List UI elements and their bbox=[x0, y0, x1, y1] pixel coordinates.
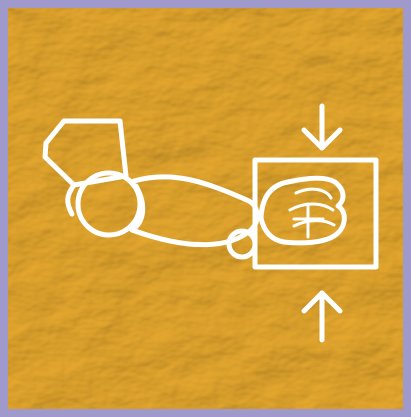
arm-hand-compression-icon bbox=[8, 8, 403, 409]
textured-tile bbox=[8, 8, 403, 409]
